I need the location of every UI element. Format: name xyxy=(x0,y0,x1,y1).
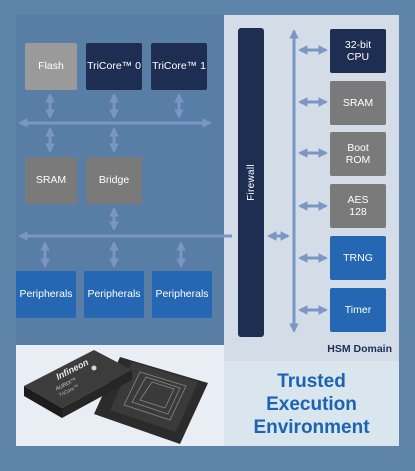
hsm-bootrom-block: Boot ROM xyxy=(330,132,386,176)
firewall-bar xyxy=(238,28,264,337)
hsm-trng-label: TRNG xyxy=(343,251,373,264)
tricore0-label: TriCore™ 0 xyxy=(87,60,141,73)
hsm-cpu-block: 32-bit CPU xyxy=(330,29,386,73)
bridge-label: Bridge xyxy=(98,174,130,187)
hsm-aes-block: AES 128 xyxy=(330,184,386,228)
tee-title: Trusted Execution Environment xyxy=(224,370,399,439)
hsm-bootrom-label: Boot ROM xyxy=(345,141,371,166)
hsm-sram-block: SRAM xyxy=(330,81,386,125)
tricore1-label: TriCore™ 1 xyxy=(152,60,206,73)
hsm-cpu-label: 32-bit CPU xyxy=(344,38,372,63)
tricore1-block: TriCore™ 1 xyxy=(151,43,207,90)
hsm-timer-block: Timer xyxy=(330,288,386,332)
peripherals-label-1: Peripherals xyxy=(19,288,73,301)
bridge-block: Bridge xyxy=(86,157,142,204)
hsm-aes-label: AES 128 xyxy=(347,193,369,218)
peripherals-block-2: Peripherals xyxy=(84,271,144,318)
peripherals-label-2: Peripherals xyxy=(87,288,141,301)
hsm-timer-label: Timer xyxy=(344,303,372,316)
sram-label: SRAM xyxy=(35,174,67,187)
tee-line-2: Execution xyxy=(266,394,357,415)
sram-block: SRAM xyxy=(25,157,77,204)
flash-label: Flash xyxy=(38,60,64,73)
peripherals-block-1: Peripherals xyxy=(16,271,76,318)
tricore0-block: TriCore™ 0 xyxy=(86,43,142,90)
hsm-sram-label: SRAM xyxy=(342,96,374,109)
tee-panel xyxy=(224,361,399,446)
peripherals-block-3: Peripherals xyxy=(152,271,212,318)
peripherals-label-3: Peripherals xyxy=(155,288,209,301)
hsm-trng-block: TRNG xyxy=(330,236,386,280)
tee-line-1: Trusted xyxy=(277,371,346,392)
flash-block: Flash xyxy=(25,43,77,90)
tee-line-3: Environment xyxy=(253,417,370,438)
hsm-domain-label: HSM Domain xyxy=(327,343,392,355)
